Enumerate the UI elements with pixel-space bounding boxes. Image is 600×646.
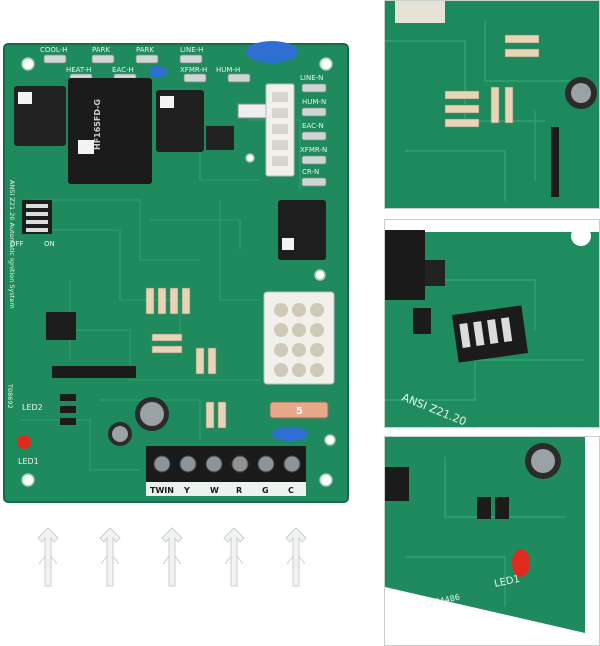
led2-label: LED2 — [22, 403, 43, 412]
terminal-twin: TWIN — [150, 486, 174, 495]
red-led — [17, 435, 31, 449]
label-xfmr-h: XFMR-H — [180, 66, 207, 74]
dip-off-label: OFF — [10, 240, 24, 248]
relay-small-left — [14, 86, 66, 146]
fuse-rating: 5 — [296, 406, 303, 417]
relay-model-text: HF165FD-G — [93, 99, 102, 150]
ansi-label: ANSI Z21.20 Automatic Ignition System — [8, 180, 16, 309]
label-hum-h: HUM-H — [216, 66, 240, 74]
label-heat-h: HEAT-H — [66, 66, 91, 74]
label-eac-n: EAC-N — [302, 122, 324, 130]
label-park-1: PARK — [92, 46, 110, 54]
standoff-pins — [37, 527, 307, 587]
side-connector — [265, 83, 295, 177]
terminal-block — [146, 446, 306, 482]
label-cool-h: COOL-H — [40, 46, 67, 54]
zoom-detail-resistors — [384, 0, 600, 209]
relay-right — [278, 200, 326, 260]
label-line-n: LINE-N — [300, 74, 323, 82]
electrolytic-capacitor-2 — [108, 422, 132, 446]
resistor-array — [145, 287, 227, 429]
label-park-2: PARK — [136, 46, 154, 54]
relay-middle — [156, 90, 204, 152]
terminal-r: R — [236, 486, 242, 495]
blue-capacitor — [246, 41, 298, 63]
label-cr-n: CR-N — [302, 168, 319, 176]
terminal-w: W — [210, 486, 219, 495]
microcontroller-chip — [46, 312, 76, 340]
led1-label: LED1 — [18, 457, 39, 466]
board-illustration: COOL-H PARK PARK LINE-H HEAT-H EAC-H XFM… — [3, 41, 349, 587]
relay-large: HF165FD-G — [68, 78, 152, 184]
terminal-g: G — [262, 486, 269, 495]
label-line-h: LINE-H — [180, 46, 203, 54]
fuse — [269, 401, 329, 419]
ic-chip-upper — [206, 126, 234, 150]
electrolytic-capacitor — [135, 397, 169, 431]
label-hum-n: HUM-N — [302, 98, 326, 106]
zoom3-red-led — [512, 549, 530, 577]
label-eac-h: EAC-H — [112, 66, 134, 74]
zoom-detail-dip-switch: ANSI Z21.20 — [384, 219, 600, 428]
zoom-detail-led: LED1 C254486 — [384, 436, 600, 646]
mounting-holes — [21, 57, 336, 487]
label-xfmr-n: XFMR-N — [300, 146, 327, 154]
terminal-c: C — [288, 486, 294, 495]
part-code-label: T08692 — [6, 383, 14, 409]
ic-strip — [52, 366, 136, 378]
fuse-holder-small — [237, 103, 267, 119]
zoom3-led-label: LED1 — [493, 574, 521, 590]
twelve-pin-connector — [263, 291, 335, 385]
dip-on-label: ON — [44, 240, 55, 248]
main-board-photo: COOL-H PARK PARK LINE-H HEAT-H EAC-H XFM… — [3, 41, 349, 587]
dip-switch-closeup — [452, 305, 528, 363]
terminal-y: Y — [183, 486, 190, 495]
